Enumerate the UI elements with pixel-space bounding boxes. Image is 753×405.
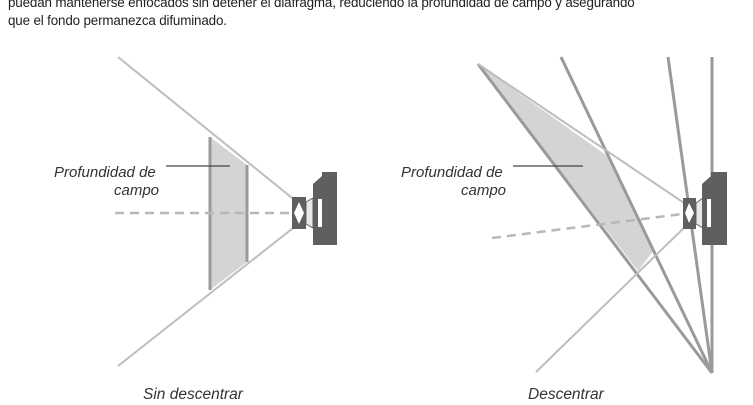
intro-line-2: que el fondo permanezca difuminado. — [8, 13, 227, 28]
intro-text: puedan mantenerse enfocados sin detener … — [8, 0, 753, 34]
right-figure: Profundidad de campo Descentrar — [401, 56, 727, 403]
right-far-focus-plane — [559, 56, 714, 374]
left-caption: Sin descentrar — [143, 386, 244, 403]
right-depth-label-line2: campo — [461, 182, 506, 199]
left-figure: Profundidad de campo Sin descentrar — [54, 56, 337, 403]
right-optical-axis — [491, 211, 691, 240]
left-depth-label-line2: campo — [114, 182, 159, 199]
right-ray-upper — [477, 63, 691, 208]
left-ray-lower — [117, 220, 303, 367]
right-camera-icon — [683, 172, 727, 245]
right-caption: Descentrar — [528, 386, 605, 403]
right-depth-label-line1: Profundidad de — [401, 164, 503, 181]
left-depth-label-line1: Profundidad de — [54, 164, 156, 181]
left-ray-upper — [117, 56, 303, 207]
right-near-focus-plane — [476, 63, 714, 374]
intro-line-1: puedan mantenerse enfocados sin detener … — [8, 0, 635, 10]
right-ray-lower — [535, 221, 691, 373]
left-camera-icon — [292, 172, 337, 245]
right-depth-of-field-wedge — [478, 64, 654, 271]
